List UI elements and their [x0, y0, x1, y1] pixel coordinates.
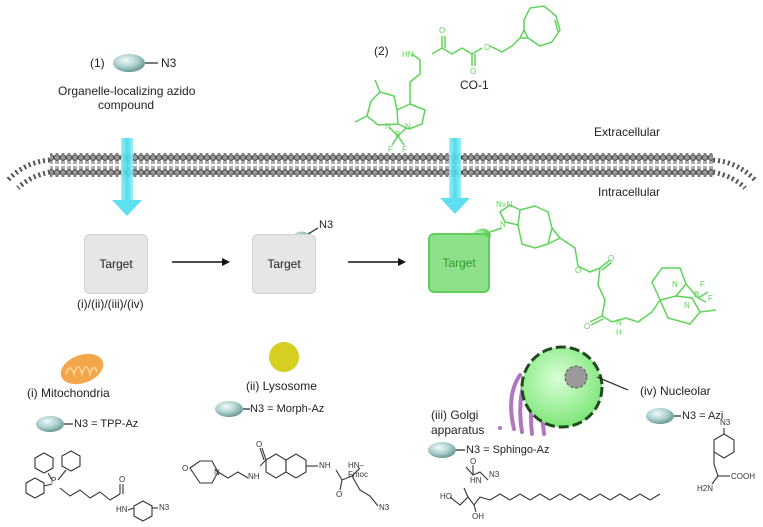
sphingo-ho: HO: [440, 492, 452, 501]
tpp-az-probe-label: N3 = TPP-Az: [74, 418, 139, 430]
tpp-az-structure: [25, 450, 158, 522]
morph-nh2: NH: [319, 461, 331, 470]
product-n-amide: N: [616, 318, 622, 327]
sphingo-az-structure: [449, 465, 661, 513]
target-fluorescent-product: Target: [428, 233, 490, 293]
extracellular-label: Extracellular: [594, 125, 661, 139]
co1-n2: N: [405, 122, 411, 131]
nucleolar-label: (iv) Nucleolar: [640, 384, 711, 398]
product-f1: F: [700, 280, 705, 289]
azi-probe-label: N3 = Azi: [682, 410, 724, 422]
co1-f1: F: [388, 145, 393, 154]
product-n3: N: [684, 301, 690, 310]
morph-fmoc: HN–Fmoc: [348, 461, 368, 479]
target-label: Target: [442, 256, 476, 270]
mitochondria-icon: [60, 353, 104, 385]
product-triazole-nn: N=N: [496, 200, 513, 209]
sphingo-hn: HN: [470, 476, 482, 485]
morph-n: N: [214, 468, 220, 477]
co1-n1: N: [385, 122, 391, 131]
sphingo-n3: N3: [489, 470, 500, 479]
step-1-caption-line2: compound: [98, 98, 155, 112]
product-o3: O: [584, 322, 591, 331]
azido-probe-bead-icon: [113, 54, 158, 72]
nucleus-icon: [520, 345, 629, 429]
step-1-azide-label: N3: [161, 56, 177, 70]
reaction-arrow-1: [172, 258, 230, 266]
step-2-number: (2): [374, 44, 389, 58]
co1-o2: O: [484, 43, 491, 52]
target-label: Target: [99, 257, 133, 271]
morph-o2: O: [256, 440, 263, 449]
azi-structure: [711, 428, 735, 485]
reaction-arrow-2: [348, 258, 406, 266]
product-n: N: [500, 220, 506, 229]
step-1-caption-line1: Organelle-localizing azido: [58, 84, 196, 98]
product-b: B: [694, 290, 700, 299]
azi-bead-icon: [646, 408, 681, 424]
tpp-hn: HN: [116, 505, 128, 514]
morph-o3: O: [336, 490, 343, 499]
product-structure: [489, 204, 717, 326]
tpp-p: P: [51, 476, 57, 485]
co1-hn: HN: [402, 50, 414, 59]
sphingo-az-bead-icon: [428, 442, 465, 458]
azi-cooh: COOH: [731, 472, 755, 481]
sphingo-az-probe-label: N3 = Sphingo-Az: [466, 444, 550, 456]
co1-name: CO-1: [460, 78, 489, 92]
co1-f2: F: [402, 145, 407, 154]
co1-structure: [354, 5, 561, 146]
morph-az-bead-icon: [215, 401, 250, 417]
tpp-n3: N3: [159, 503, 170, 512]
uptake-arrow-1: [112, 138, 142, 216]
product-o2: O: [608, 254, 615, 263]
morph-n3: N3: [379, 503, 390, 512]
co1-o1: O: [439, 26, 446, 35]
intracellular-label: Intracellular: [598, 185, 661, 199]
azi-h2n: H2N: [697, 484, 714, 493]
tpp-o: O: [119, 475, 126, 484]
azi-n3: N3: [720, 418, 731, 427]
target-azido-labeled: Target: [252, 234, 316, 294]
target-unlabeled: Target: [84, 234, 148, 294]
product-h-amide: H: [616, 328, 622, 337]
morph-az-structure: [189, 447, 379, 507]
morph-nh1: NH: [248, 472, 260, 481]
co1-o3: O: [470, 67, 477, 76]
cell-membrane: [6, 153, 757, 190]
product-o1: O: [575, 266, 582, 275]
co1-b: B: [395, 130, 401, 139]
morph-o: O: [182, 464, 189, 473]
golgi-label-line1: (iii) Golgi: [431, 408, 479, 422]
product-f2: F: [708, 294, 713, 303]
tpp-az-bead-icon: [36, 416, 73, 432]
product-n2: N: [672, 280, 678, 289]
sphingo-o: O: [470, 457, 477, 466]
sphingo-oh: OH: [472, 512, 484, 521]
organelle-options-caption: (i)/(ii)/(iii)/(iv): [77, 297, 144, 311]
uptake-arrow-2: [440, 138, 470, 214]
mitochondria-label: (i) Mitochondria: [27, 386, 110, 400]
bound-azide-label: N3: [319, 219, 334, 231]
lysosome-label: (ii) Lysosome: [246, 379, 317, 393]
golgi-label-line2: apparatus: [431, 423, 485, 437]
target-label: Target: [267, 257, 301, 271]
morph-az-probe-label: N3 = Morph-Az: [250, 403, 325, 415]
step-1-number: (1): [90, 56, 105, 70]
lysosome-icon: [269, 342, 299, 372]
